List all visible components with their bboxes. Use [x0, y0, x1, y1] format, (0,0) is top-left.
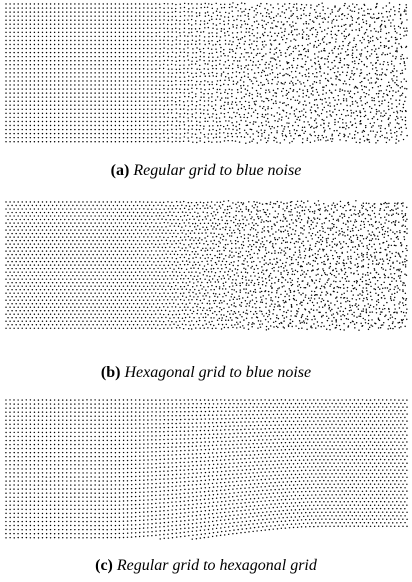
dot-pattern-panel-c — [4, 398, 408, 540]
caption-b-text: Hexagonal grid to blue noise — [124, 364, 312, 381]
caption-c-text: Regular grid to hexagonal grid — [116, 557, 317, 574]
caption-c-tag: (c) — [95, 557, 113, 574]
caption-a: (a) Regular grid to blue noise — [0, 161, 412, 181]
dot-pattern-panel-a — [4, 2, 408, 144]
caption-b: (b) Hexagonal grid to blue noise — [0, 363, 412, 383]
dot-pattern-canvas-a — [4, 2, 408, 144]
dot-pattern-panel-b — [4, 200, 408, 342]
dot-pattern-canvas-b — [4, 200, 408, 342]
caption-c: (c) Regular grid to hexagonal grid — [0, 556, 412, 576]
dot-pattern-canvas-c — [4, 398, 408, 540]
caption-b-tag: (b) — [100, 364, 121, 381]
caption-a-text: Regular grid to blue noise — [133, 162, 302, 179]
caption-a-tag: (a) — [110, 162, 130, 179]
